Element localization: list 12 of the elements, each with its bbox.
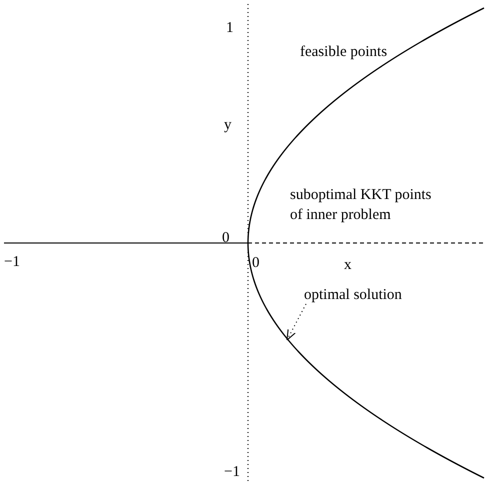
tick-label: −1 (4, 253, 20, 271)
parabola-curve (247, 7, 484, 479)
region-label: suboptimal KKT points of inner problem (290, 186, 432, 225)
tick-label: 0 (252, 254, 260, 272)
tick-label: 0 (222, 229, 230, 247)
annotation-label: optimal solution (304, 286, 402, 304)
region-label: feasible points (300, 43, 388, 61)
axis-label: y (224, 116, 232, 134)
axis-label: x (344, 256, 352, 274)
leader-line (286, 304, 306, 340)
tick-label: −1 (224, 463, 240, 481)
tick-label: 1 (226, 19, 234, 37)
